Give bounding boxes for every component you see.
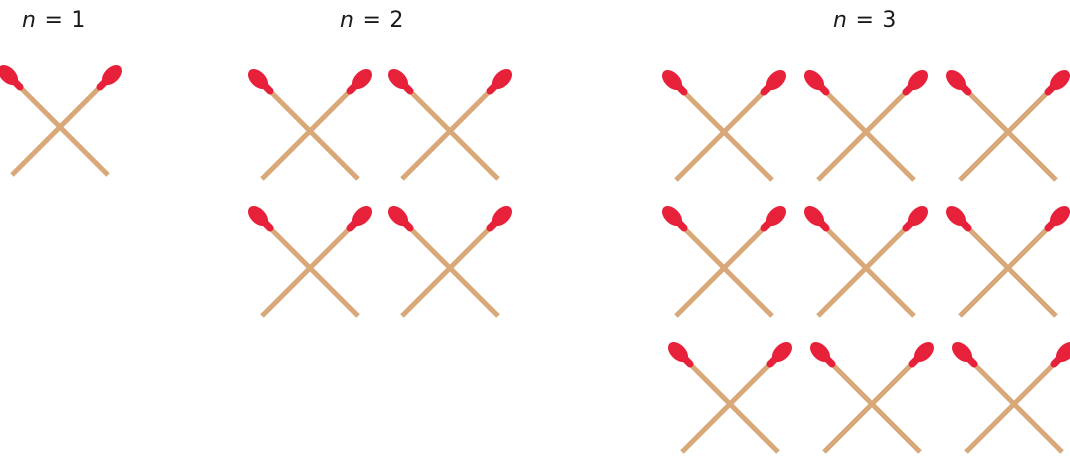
match-neck — [906, 80, 918, 92]
match-neck — [764, 80, 776, 92]
matchstick-cross — [664, 338, 796, 452]
match-neck — [764, 216, 776, 228]
match-neck — [350, 79, 362, 91]
match-neck — [672, 216, 684, 228]
match-neck — [1054, 352, 1066, 364]
match-neck — [1048, 80, 1060, 92]
match-neck — [490, 216, 502, 228]
match-neck — [258, 79, 270, 91]
matchstick-cross — [0, 61, 126, 175]
panel-n1 — [0, 61, 126, 175]
match-neck — [100, 75, 112, 87]
matchstick-cross — [384, 65, 516, 179]
matchstick-cross — [806, 338, 938, 452]
match-neck — [962, 352, 974, 364]
match-neck — [258, 216, 270, 228]
match-neck — [1048, 216, 1060, 228]
match-neck — [814, 216, 826, 228]
match-neck — [912, 352, 924, 364]
matchstick-cross — [244, 65, 376, 179]
matchstick-cross — [658, 202, 790, 316]
match-neck — [398, 216, 410, 228]
match-neck — [770, 352, 782, 364]
panel-n3 — [658, 66, 1070, 452]
panel-n2 — [244, 65, 516, 316]
matchstick-cross — [384, 202, 516, 316]
match-neck — [672, 80, 684, 92]
match-neck — [398, 79, 410, 91]
matchstick-cross — [948, 338, 1070, 452]
match-neck — [956, 80, 968, 92]
match-neck — [678, 352, 690, 364]
matchstick-cross — [658, 66, 790, 180]
match-neck — [956, 216, 968, 228]
matchstick-cross — [942, 202, 1070, 316]
matchstick-cross — [800, 202, 932, 316]
matchstick-cross — [800, 66, 932, 180]
matchstick-cross — [942, 66, 1070, 180]
match-neck — [490, 79, 502, 91]
match-neck — [820, 352, 832, 364]
match-neck — [814, 80, 826, 92]
match-neck — [350, 216, 362, 228]
match-neck — [906, 216, 918, 228]
match-neck — [8, 75, 20, 87]
matchstick-cross — [244, 202, 376, 316]
